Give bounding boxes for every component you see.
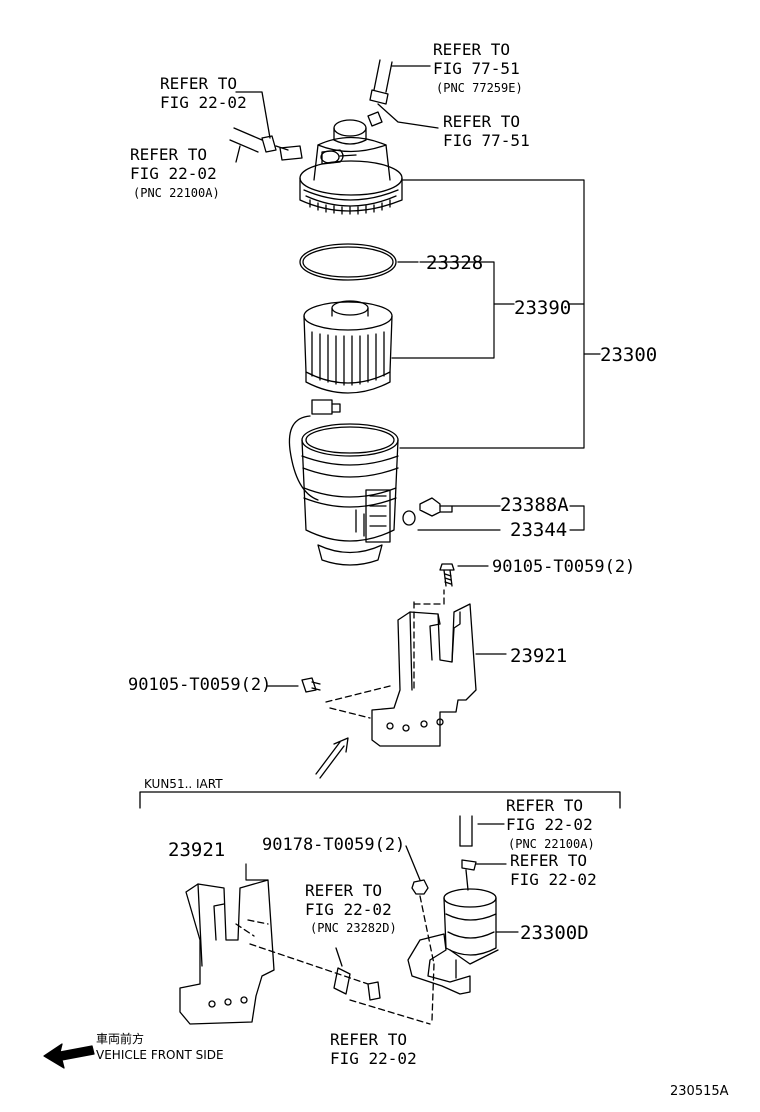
part-23300: 23300 bbox=[600, 344, 658, 366]
part-23328: 23328 bbox=[426, 252, 484, 274]
filter-head-drawing bbox=[279, 111, 403, 215]
part-lower-23921: 23921 bbox=[168, 839, 226, 861]
figure-id: 230515A bbox=[670, 1084, 729, 1099]
bolt-drawing-1 bbox=[439, 563, 455, 587]
part-23388A: 23388A bbox=[500, 494, 569, 516]
ref-top-left-line2: FIG 22-02 bbox=[160, 93, 247, 112]
part-bolt-left: 90105-T0059(2) bbox=[128, 675, 272, 695]
ref-mid-left-line3: (PNC 22100A) bbox=[133, 186, 220, 200]
vehicle-front-arrow bbox=[43, 1043, 95, 1069]
part-23390: 23390 bbox=[514, 297, 572, 319]
part-23300D: 23300D bbox=[520, 922, 589, 944]
ref-lower-bottom-line2: FIG 22-02 bbox=[330, 1049, 417, 1068]
hose-top-right bbox=[369, 59, 439, 129]
hose-top-left bbox=[229, 91, 289, 163]
filter-case-drawing bbox=[288, 399, 399, 566]
assembly-23300D-drawing bbox=[407, 815, 499, 995]
section-label: KUN51.. IART bbox=[144, 777, 223, 791]
ref-lower-top-right-line2: FIG 22-02 bbox=[506, 815, 593, 834]
ref-lower-center-line2: FIG 22-02 bbox=[305, 900, 392, 919]
bolt-drawing-2 bbox=[301, 677, 321, 693]
part-nut: 90178-T0059(2) bbox=[262, 835, 406, 855]
ref-lower-mid-right-line1: REFER TO bbox=[510, 851, 588, 870]
part-23921: 23921 bbox=[510, 645, 568, 667]
ref-lower-center-line1: REFER TO bbox=[305, 881, 383, 900]
bracket-drawing-1 bbox=[325, 589, 477, 747]
bracket-drawing-2 bbox=[179, 879, 275, 1025]
ref-top-right-line1: REFER TO bbox=[433, 40, 511, 59]
legend-jp: 車両前方 bbox=[96, 1032, 145, 1046]
ref-top-right-line2: FIG 77-51 bbox=[433, 59, 520, 78]
hose-lower-center bbox=[333, 947, 381, 1001]
part-23344: 23344 bbox=[510, 519, 568, 541]
ref-lower-top-right-line3: (PNC 22100A) bbox=[508, 837, 595, 851]
ref-lower-mid-right-line2: FIG 22-02 bbox=[510, 870, 597, 889]
ref-lower-center-line3: (PNC 23282D) bbox=[310, 921, 397, 935]
legend-en: VEHICLE FRONT SIDE bbox=[96, 1048, 224, 1062]
o-ring-drawing bbox=[299, 243, 397, 281]
ref-mid-right-line1: REFER TO bbox=[443, 112, 521, 131]
ref-top-right-line3: (PNC 77259E) bbox=[436, 81, 523, 95]
ref-mid-left-line2: FIG 22-02 bbox=[130, 164, 217, 183]
part-bolt-right: 90105-T0059(2) bbox=[492, 557, 636, 577]
nut-drawing bbox=[249, 845, 435, 1025]
ref-mid-left-line1: REFER TO bbox=[130, 145, 208, 164]
section-line-drawing bbox=[139, 791, 621, 809]
ref-lower-bottom-line1: REFER TO bbox=[330, 1030, 408, 1049]
ref-lower-top-right-line1: REFER TO bbox=[506, 796, 584, 815]
ref-mid-right-line2: FIG 77-51 bbox=[443, 131, 530, 150]
leader-lines bbox=[245, 179, 601, 933]
ref-top-left-line1: REFER TO bbox=[160, 74, 238, 93]
direction-arrow-drawing bbox=[315, 737, 349, 779]
filter-element-drawing bbox=[303, 300, 393, 394]
drain-plug-drawing bbox=[402, 497, 453, 526]
